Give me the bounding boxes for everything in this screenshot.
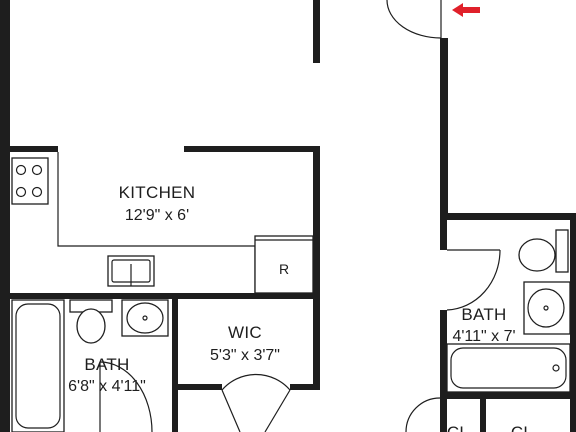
- bath-left-name: BATH: [84, 355, 129, 374]
- bath-left-dims: 6'8" x 4'11": [68, 378, 146, 395]
- closet-2-name: CL: [511, 423, 533, 432]
- entry-arrow-icon: [452, 3, 480, 17]
- sink-icon: [107, 255, 155, 287]
- sink-icon: [121, 299, 169, 337]
- wic-name: WIC: [228, 323, 262, 342]
- door-swings: [99, 0, 501, 432]
- toilet-icon: [69, 299, 113, 344]
- kitchen-counter: [11, 152, 314, 294]
- refrigerator-label: R: [279, 261, 289, 277]
- bathtub-icon: [11, 299, 65, 432]
- stove-icon: [11, 157, 49, 205]
- bath-right-dims: 4'11" x 7': [452, 328, 515, 345]
- bathtub-icon: [446, 343, 571, 393]
- kitchen-dims: 12'9" x 6': [125, 207, 189, 224]
- right-bath-fixtures: [446, 229, 571, 393]
- closet-1-name: CL: [447, 423, 469, 432]
- bath-right-name: BATH: [461, 305, 506, 324]
- sink-icon: [523, 281, 571, 335]
- wic-dims: 5'3" x 3'7": [210, 347, 280, 364]
- toilet-icon: [518, 229, 569, 273]
- refrigerator: [254, 235, 314, 294]
- kitchen-name: KITCHEN: [119, 183, 196, 202]
- left-bath-fixtures: [11, 299, 169, 432]
